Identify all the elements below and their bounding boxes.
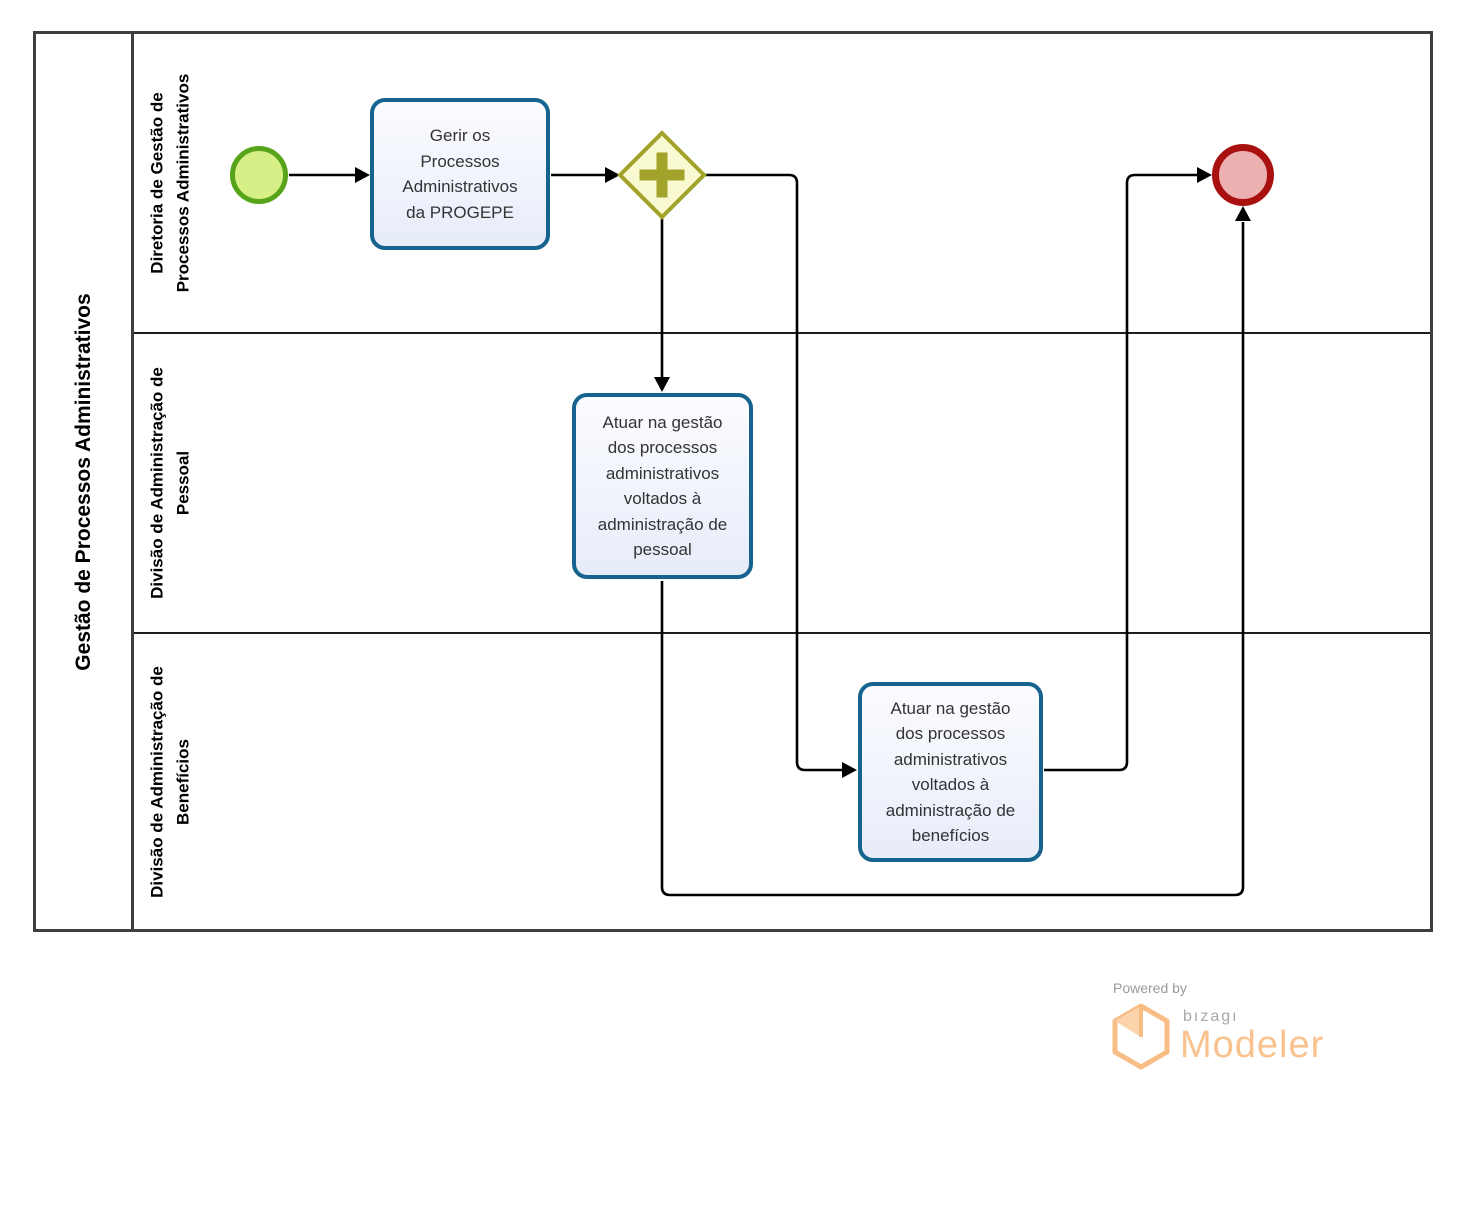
task-pessoal-label: Atuar na gestão dos processos administra… — [597, 412, 728, 560]
lane-1-diretoria: Diretoria de Gestão de Processos Adminis… — [136, 34, 206, 332]
modeler-wordmark: Modeler — [1180, 1024, 1325, 1066]
pool-title-band: Gestão de Processos Administrativos — [36, 34, 131, 929]
task-administracao-pessoal[interactable]: Atuar na gestão dos processos administra… — [572, 393, 753, 579]
lane-2-label: Divisão de Administração de Pessoal — [147, 367, 193, 599]
powered-by-text: Powered by — [1113, 980, 1187, 996]
end-event[interactable] — [1212, 144, 1274, 206]
lane-3-beneficios: Divisão de Administração de Benefícios — [136, 634, 206, 929]
task-administracao-beneficios[interactable]: Atuar na gestão dos processos administra… — [858, 682, 1043, 862]
task-gerir-processos[interactable]: Gerir os Processos Administrativos da PR… — [370, 98, 550, 250]
pool-title: Gestão de Processos Administrativos — [71, 292, 95, 671]
lane-2-pessoal: Divisão de Administração de Pessoal — [136, 334, 206, 632]
bizagi-hexagon-icon — [1112, 1003, 1170, 1070]
lane-1-label: Diretoria de Gestão de Processos Adminis… — [147, 73, 193, 293]
pool-border — [33, 31, 1433, 932]
parallel-plus-icon — [639, 152, 685, 198]
start-event[interactable] — [230, 146, 288, 204]
task-gerir-label: Gerir os Processos Administrativos da PR… — [402, 126, 518, 222]
bizagi-wordmark: bızagı — [1183, 1008, 1239, 1025]
parallel-gateway[interactable] — [617, 130, 707, 220]
lane-divider-2 — [134, 632, 1430, 634]
pool-title-divider — [131, 34, 134, 929]
lane-3-label: Divisão de Administração de Benefícios — [147, 665, 193, 898]
lane-divider-1 — [134, 332, 1430, 334]
task-beneficios-label: Atuar na gestão dos processos administra… — [885, 698, 1016, 846]
